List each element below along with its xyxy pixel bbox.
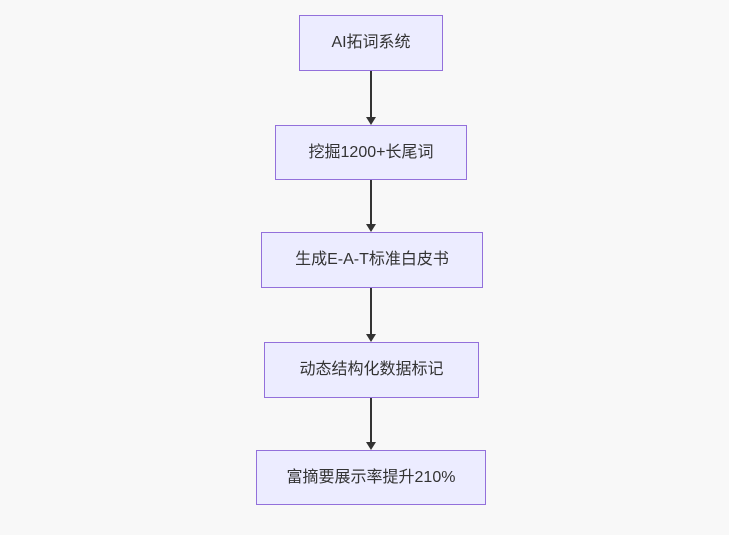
flowchart-node-rich-snippet-result: 富摘要展示率提升210% [256, 450, 486, 505]
node-label: AI拓词系统 [331, 34, 411, 52]
node-label: 富摘要展示率提升210% [286, 468, 456, 486]
flow-arrow-down-2 [366, 180, 376, 232]
flow-arrow-down-4 [366, 398, 376, 450]
flowchart-node-longtail-mining: 挖掘1200+长尾词 [275, 125, 467, 180]
node-label: 生成E-A-T标准白皮书 [295, 251, 449, 269]
flowchart-node-ai-word-system: AI拓词系统 [299, 15, 443, 71]
flow-arrow-down-3 [366, 288, 376, 342]
node-label: 动态结构化数据标记 [299, 361, 444, 379]
node-label: 挖掘1200+长尾词 [308, 143, 434, 161]
flow-arrow-down-1 [366, 71, 376, 125]
flowchart-node-structured-data: 动态结构化数据标记 [264, 342, 479, 398]
flowchart-node-eat-whitepaper: 生成E-A-T标准白皮书 [261, 232, 483, 288]
